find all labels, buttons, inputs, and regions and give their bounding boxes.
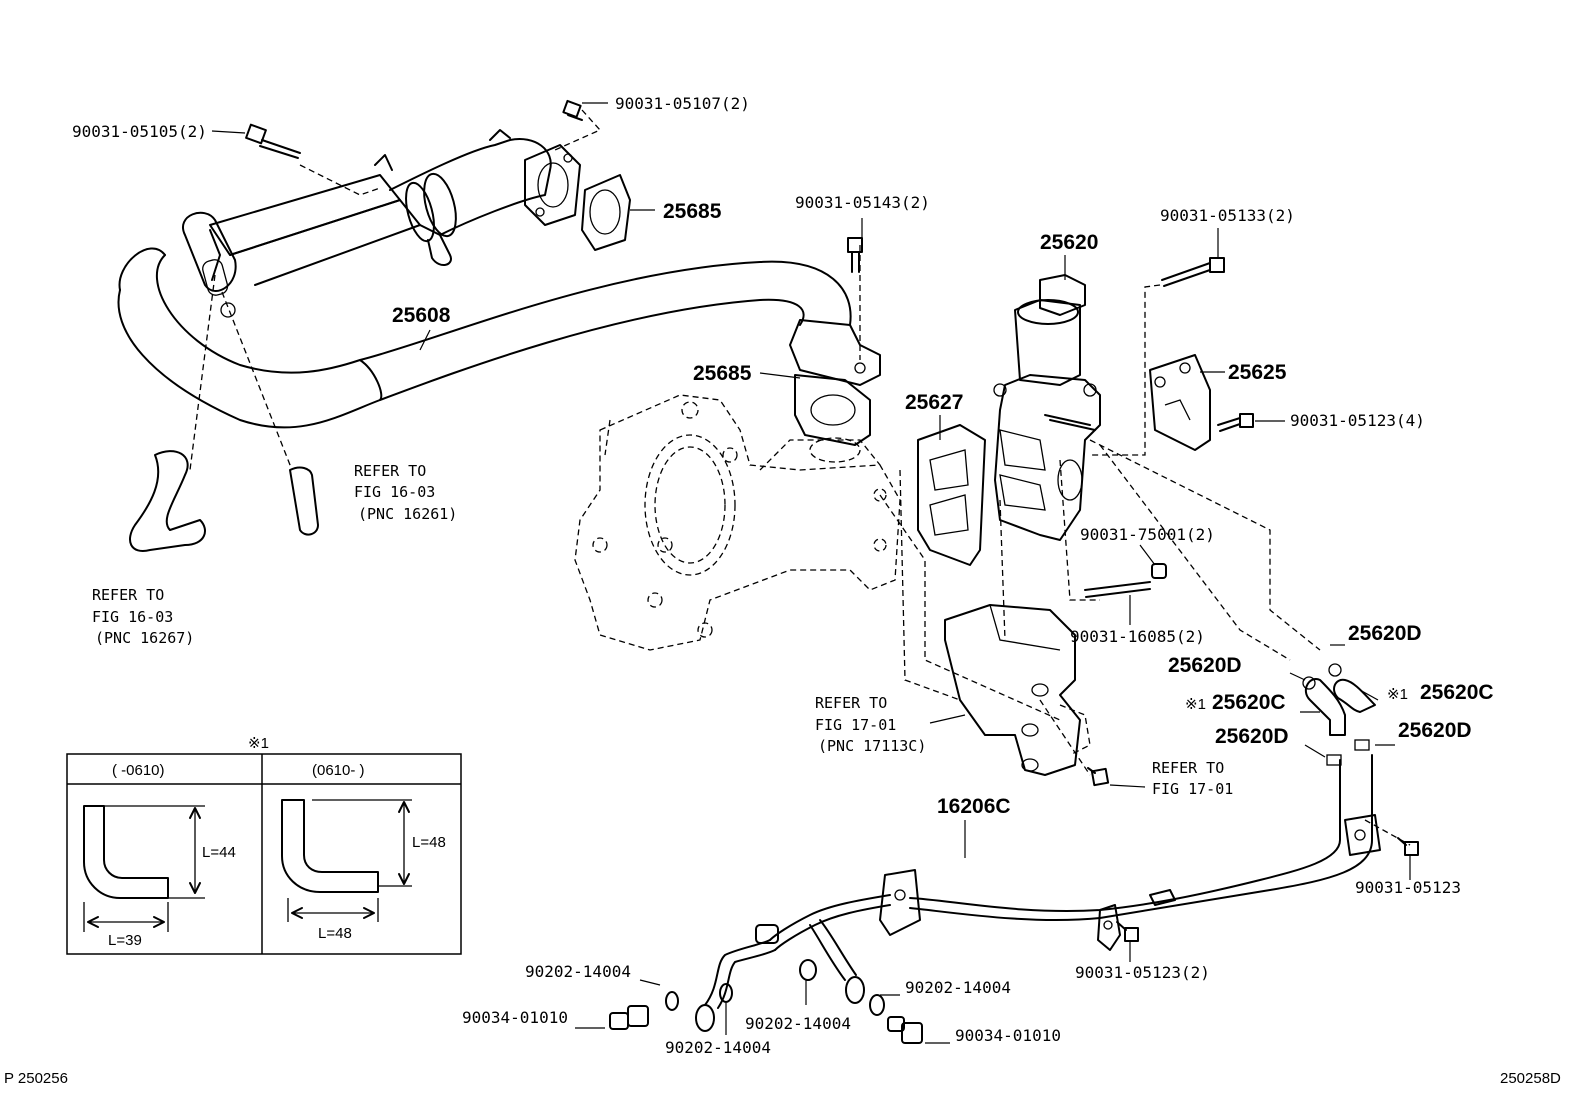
part-number-label: 25685	[693, 362, 752, 385]
reference-line: FIG 16-03	[354, 483, 435, 501]
part-number-label: 25620	[1040, 231, 1098, 254]
table-column-header: ( -0610)	[112, 762, 165, 779]
figure-code-left: P 250256	[4, 1070, 68, 1087]
callout-labels: 90031-05105(2) 90031-05107(2) 25685 9003…	[72, 94, 1494, 1057]
reference-line: FIG 16-03	[92, 608, 173, 626]
table-note-mark: ※1	[248, 735, 269, 752]
stay-bracket	[944, 604, 1091, 776]
bolt-icon	[1161, 257, 1225, 287]
gasket-25685-middle	[794, 374, 871, 446]
vacuum-pipe-16206C	[695, 754, 1381, 1032]
reference-line: REFER TO	[1152, 759, 1224, 777]
washer-icon	[799, 959, 817, 981]
part-number-label: 25620D	[1215, 725, 1289, 748]
bolt-icon	[847, 237, 863, 273]
part-number-label: 25685	[663, 200, 722, 223]
part-number-label: 90031-05143(2)	[795, 193, 930, 212]
part-number-label: 90202-14004	[745, 1014, 851, 1033]
table-column-header: (0610- )	[312, 762, 365, 779]
reference-line: REFER TO	[92, 586, 164, 604]
alignment-lines	[189, 109, 1411, 846]
egr-pipe-25608	[117, 129, 881, 429]
clip-icon	[1302, 676, 1316, 690]
hose-length-table: ※1 ( -0610) (0610- ) L=44 L=39 L=48	[66, 735, 462, 955]
part-number-label: 90031-05107(2)	[615, 94, 750, 113]
reference-line: (PNC 16267)	[95, 629, 194, 647]
reference-line: FIG 17-01	[815, 716, 896, 734]
part-number-label: 16206C	[937, 795, 1011, 818]
part-number-label: 90031-75001(2)	[1080, 525, 1215, 544]
part-number-label: 90031-05105(2)	[72, 122, 207, 141]
reference-line: FIG 17-01	[1152, 780, 1233, 798]
dimension-label: L=44	[202, 844, 236, 861]
union-bolt-icon	[887, 1016, 923, 1044]
bolt-icon	[1397, 837, 1419, 856]
washer-icon	[719, 983, 733, 1003]
bolts	[245, 99, 1419, 1044]
callout-leaders	[211, 102, 1411, 1044]
dimension-label: L=39	[108, 932, 142, 949]
bracket-25625	[1149, 354, 1211, 451]
part-number-label: 90202-14004	[665, 1038, 771, 1057]
part-number-label: 25620D	[1398, 719, 1472, 742]
figure-code-right: 250258D	[1500, 1070, 1561, 1087]
part-number-label: 90034-01010	[462, 1008, 568, 1027]
dimension-label: L=48	[412, 834, 446, 851]
gasket-25627	[917, 424, 986, 566]
part-number-label: 25620D	[1348, 622, 1422, 645]
part-number-label: 90031-05123(4)	[1290, 411, 1425, 430]
part-number-label: 90031-05123	[1355, 878, 1461, 897]
part-number-label: 25608	[392, 304, 451, 327]
clip-icon	[1326, 754, 1342, 766]
table-frame	[66, 753, 462, 955]
washer-icon	[869, 994, 885, 1016]
part-number-label: 90202-14004	[525, 962, 631, 981]
part-number-label: 90031-05123(2)	[1075, 963, 1210, 982]
bolt-icon	[1087, 767, 1110, 787]
part-number-label: 25620C	[1212, 691, 1286, 714]
reference-line: (PNC 17113C)	[818, 737, 926, 755]
washer-icon	[665, 991, 679, 1011]
reference-line: (PNC 16261)	[358, 505, 457, 523]
part-number-label: 90034-01010	[955, 1026, 1061, 1045]
part-number-label: 25625	[1228, 361, 1287, 384]
clip-icon	[1354, 739, 1370, 751]
bolt-icon	[245, 123, 301, 159]
egr-valve-25620	[993, 274, 1101, 541]
intake-manifold-reference	[574, 394, 901, 651]
stud-icon	[1084, 581, 1151, 598]
bolt-icon	[562, 99, 583, 121]
clip-icon	[1328, 663, 1342, 677]
reference-line: REFER TO	[354, 462, 426, 480]
union-bolt-icon	[609, 1005, 649, 1030]
water-hoses	[129, 450, 319, 552]
part-number-label: 90202-14004	[905, 978, 1011, 997]
nut-icon	[1151, 563, 1167, 579]
bolt-icon	[1217, 413, 1254, 432]
part-number-label: 25620C	[1420, 681, 1494, 704]
part-number-label: 90031-05133(2)	[1160, 206, 1295, 225]
note-mark: ※1	[1387, 686, 1408, 703]
note-mark: ※1	[1185, 696, 1206, 713]
reference-line: REFER TO	[815, 694, 887, 712]
part-number-label: 25620D	[1168, 654, 1242, 677]
part-number-label: 25627	[905, 391, 963, 414]
part-number-label: 90031-16085(2)	[1070, 627, 1205, 646]
reference-notes: REFER TO FIG 16-03 (PNC 16261) REFER TO …	[92, 462, 1233, 798]
dimension-label: L=48	[318, 925, 352, 942]
